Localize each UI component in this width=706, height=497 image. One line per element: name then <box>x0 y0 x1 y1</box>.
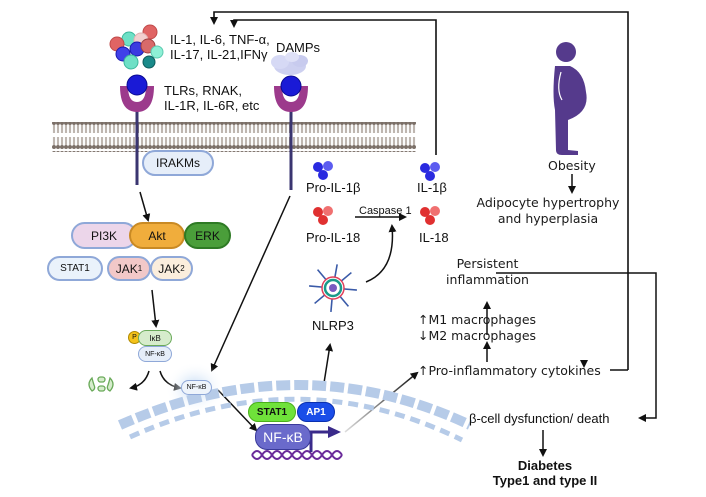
beta-cell-dysfunction-label: β-cell dysfunction/ death <box>469 411 610 426</box>
receptors-label: TLRs, RNAK,IL-1R, IL-6R, etc <box>164 83 260 113</box>
pathway-arrows <box>483 174 657 457</box>
cytokine-ligands-icon <box>109 24 164 70</box>
cytokines-label: IL-1, IL-6, TNF-α,IL-17, IL-21,IFNγ <box>170 32 270 62</box>
cell-membrane <box>52 122 416 152</box>
nlrp3-label: NLRP3 <box>312 318 354 333</box>
tlr-receptor-icon <box>120 74 154 185</box>
stat1-nuclear-pill: STAT1 <box>248 402 296 422</box>
il18-icon <box>420 206 440 225</box>
damps-label: DAMPs <box>276 40 321 55</box>
transcription-start-icon <box>309 426 341 452</box>
caspase1-label: Caspase 1 <box>359 205 412 217</box>
to-cytokines-arrow <box>344 371 419 433</box>
erk-pill: ERK <box>184 222 231 249</box>
m2-macrophages-label: ↓M2 macrophages <box>418 328 537 343</box>
degraded-ikb-icon <box>88 376 114 392</box>
irakms-pill: IRAKMs <box>142 150 214 176</box>
pro-il18-label: Pro-IL-18 <box>306 230 361 245</box>
dna-icon <box>251 450 343 460</box>
nfkb-complex-pill: NF-κB <box>138 346 172 362</box>
stat1-pill: STAT1 <box>47 256 103 281</box>
pi3k-pill: PI3K <box>71 222 137 249</box>
il1b-icon <box>420 162 440 181</box>
damps-icon <box>271 52 308 75</box>
nfkb-nuclear-pill: NF-κB <box>255 424 311 450</box>
akt-pill: Akt <box>129 222 185 249</box>
obesity-person-icon <box>553 42 587 155</box>
nlrp3-inflammasome-icon <box>309 264 357 312</box>
nfkb-free-pill: NF-κB <box>181 380 212 395</box>
ikb-pill: IκB <box>138 330 172 346</box>
il18-label: IL-18 <box>419 230 449 245</box>
il1b-label: IL-1β <box>417 180 447 195</box>
m1-macrophages-label: ↑M1 macrophages <box>418 312 537 327</box>
pro-il18-icon <box>313 206 333 225</box>
obesity-label: Obesity <box>548 158 596 173</box>
damp-receptor-icon <box>274 75 308 190</box>
feedback-arrows <box>210 11 629 370</box>
ap1-pill: AP1 <box>297 402 335 422</box>
pro-il1b-icon <box>313 161 333 180</box>
pro-inflammatory-cytokines-label: ↑Pro-inflammatory cytokines <box>418 363 601 378</box>
pro-il1b-label: Pro-IL-1β <box>306 180 361 195</box>
